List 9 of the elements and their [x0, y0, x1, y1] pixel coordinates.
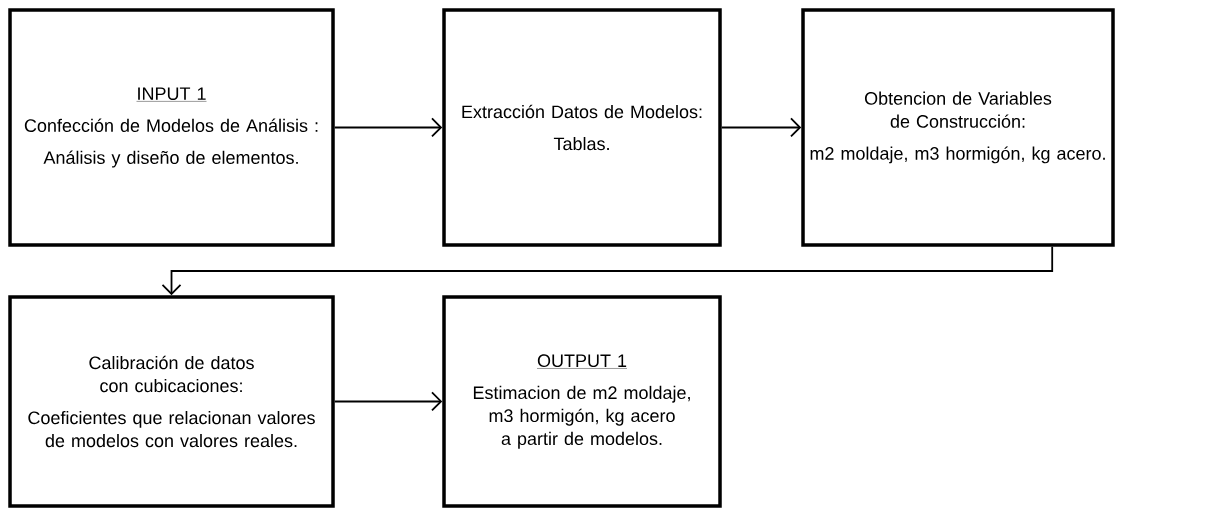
process-box: Obtencion de Variables de Construcción: m2 moldaje, m3 hormigón, kg acero.: [801, 8, 1115, 247]
arrow: [720, 117, 802, 138]
process-box: Calibración de datos con cubicaciones: Coeficientes que relacionan valores de modelos con valores reales.: [8, 295, 335, 508]
arrow: [333, 391, 443, 412]
process-box: INPUT 1 Confección de Modelos de Análisis : Análisis y diseño de elementos.: [8, 8, 335, 247]
arrow: [333, 117, 443, 138]
arrow: [161, 245, 1054, 296]
process-box: Extracción Datos de Modelos: Tablas.: [442, 8, 722, 247]
process-box: OUTPUT 1 Estimacion de m2 moldaje, m3 hormigón, kg acero a partir de modelos.: [442, 295, 722, 508]
